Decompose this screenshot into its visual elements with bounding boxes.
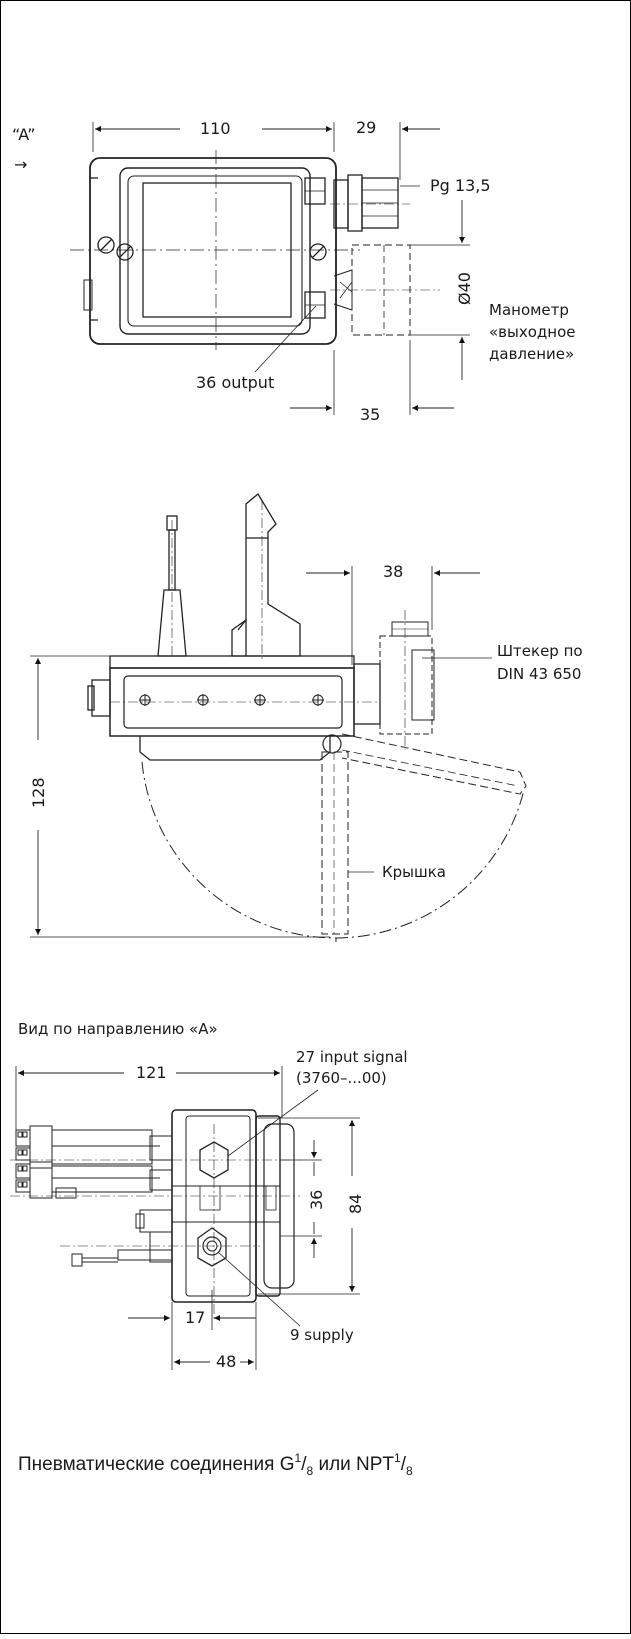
- caption-sub-1: 8: [306, 1464, 313, 1478]
- connector-label-line-2: DIN 43 650: [497, 665, 581, 683]
- caption-slash-2: /: [401, 1454, 407, 1475]
- dim-width-110: 110: [200, 119, 231, 138]
- dim-gauge-offset-35: 35: [360, 405, 380, 424]
- cover-label: Крышка: [382, 863, 446, 881]
- side-view: 38 Ш: [29, 493, 583, 942]
- dim-36: 36: [307, 1190, 326, 1210]
- supply-port-label: 9 supply: [290, 1326, 354, 1344]
- view-a: Вид по направлению «А» 121 27 input sign…: [10, 1020, 408, 1371]
- input-signal-label-line-2: (3760–...00): [296, 1069, 387, 1087]
- dim-17: 17: [185, 1308, 205, 1327]
- dim-connector-38: 38: [383, 562, 403, 581]
- caption-main: Пневматические соединения G: [18, 1454, 295, 1475]
- dim-84: 84: [346, 1194, 365, 1214]
- dim-width-121: 121: [136, 1063, 167, 1082]
- gland-label: Pg 13,5: [430, 176, 491, 195]
- gauge-label-line-1: Манометр: [489, 301, 569, 319]
- view-a-title: Вид по направлению «А»: [18, 1020, 218, 1038]
- gauge-label-line-3: давление»: [489, 345, 574, 363]
- dim-gland-29: 29: [356, 118, 376, 137]
- connections-caption: Пневматические соединения G1/8 или NPT1/…: [18, 1451, 413, 1478]
- caption-sup-2: 1: [394, 1451, 401, 1465]
- caption-slash-1: /: [301, 1454, 307, 1475]
- input-signal-label-line-1: 27 input signal: [296, 1048, 408, 1066]
- caption-sup-1: 1: [295, 1451, 302, 1465]
- caption-sub-2: 8: [406, 1464, 413, 1478]
- caption-mid: или NPT: [313, 1454, 394, 1475]
- gauge-label-line-2: «выходное: [489, 323, 576, 341]
- view-direction-arrow: →: [14, 155, 27, 174]
- output-port-label: 36 output: [196, 373, 274, 392]
- connector-label-line-1: Штекер по: [497, 642, 583, 660]
- top-view: “A” → 110 29: [12, 118, 576, 424]
- dim-height-128: 128: [29, 777, 48, 808]
- view-marker: “A”: [12, 125, 35, 144]
- dim-48: 48: [216, 1352, 236, 1371]
- gauge-diameter: Ø40: [455, 272, 474, 305]
